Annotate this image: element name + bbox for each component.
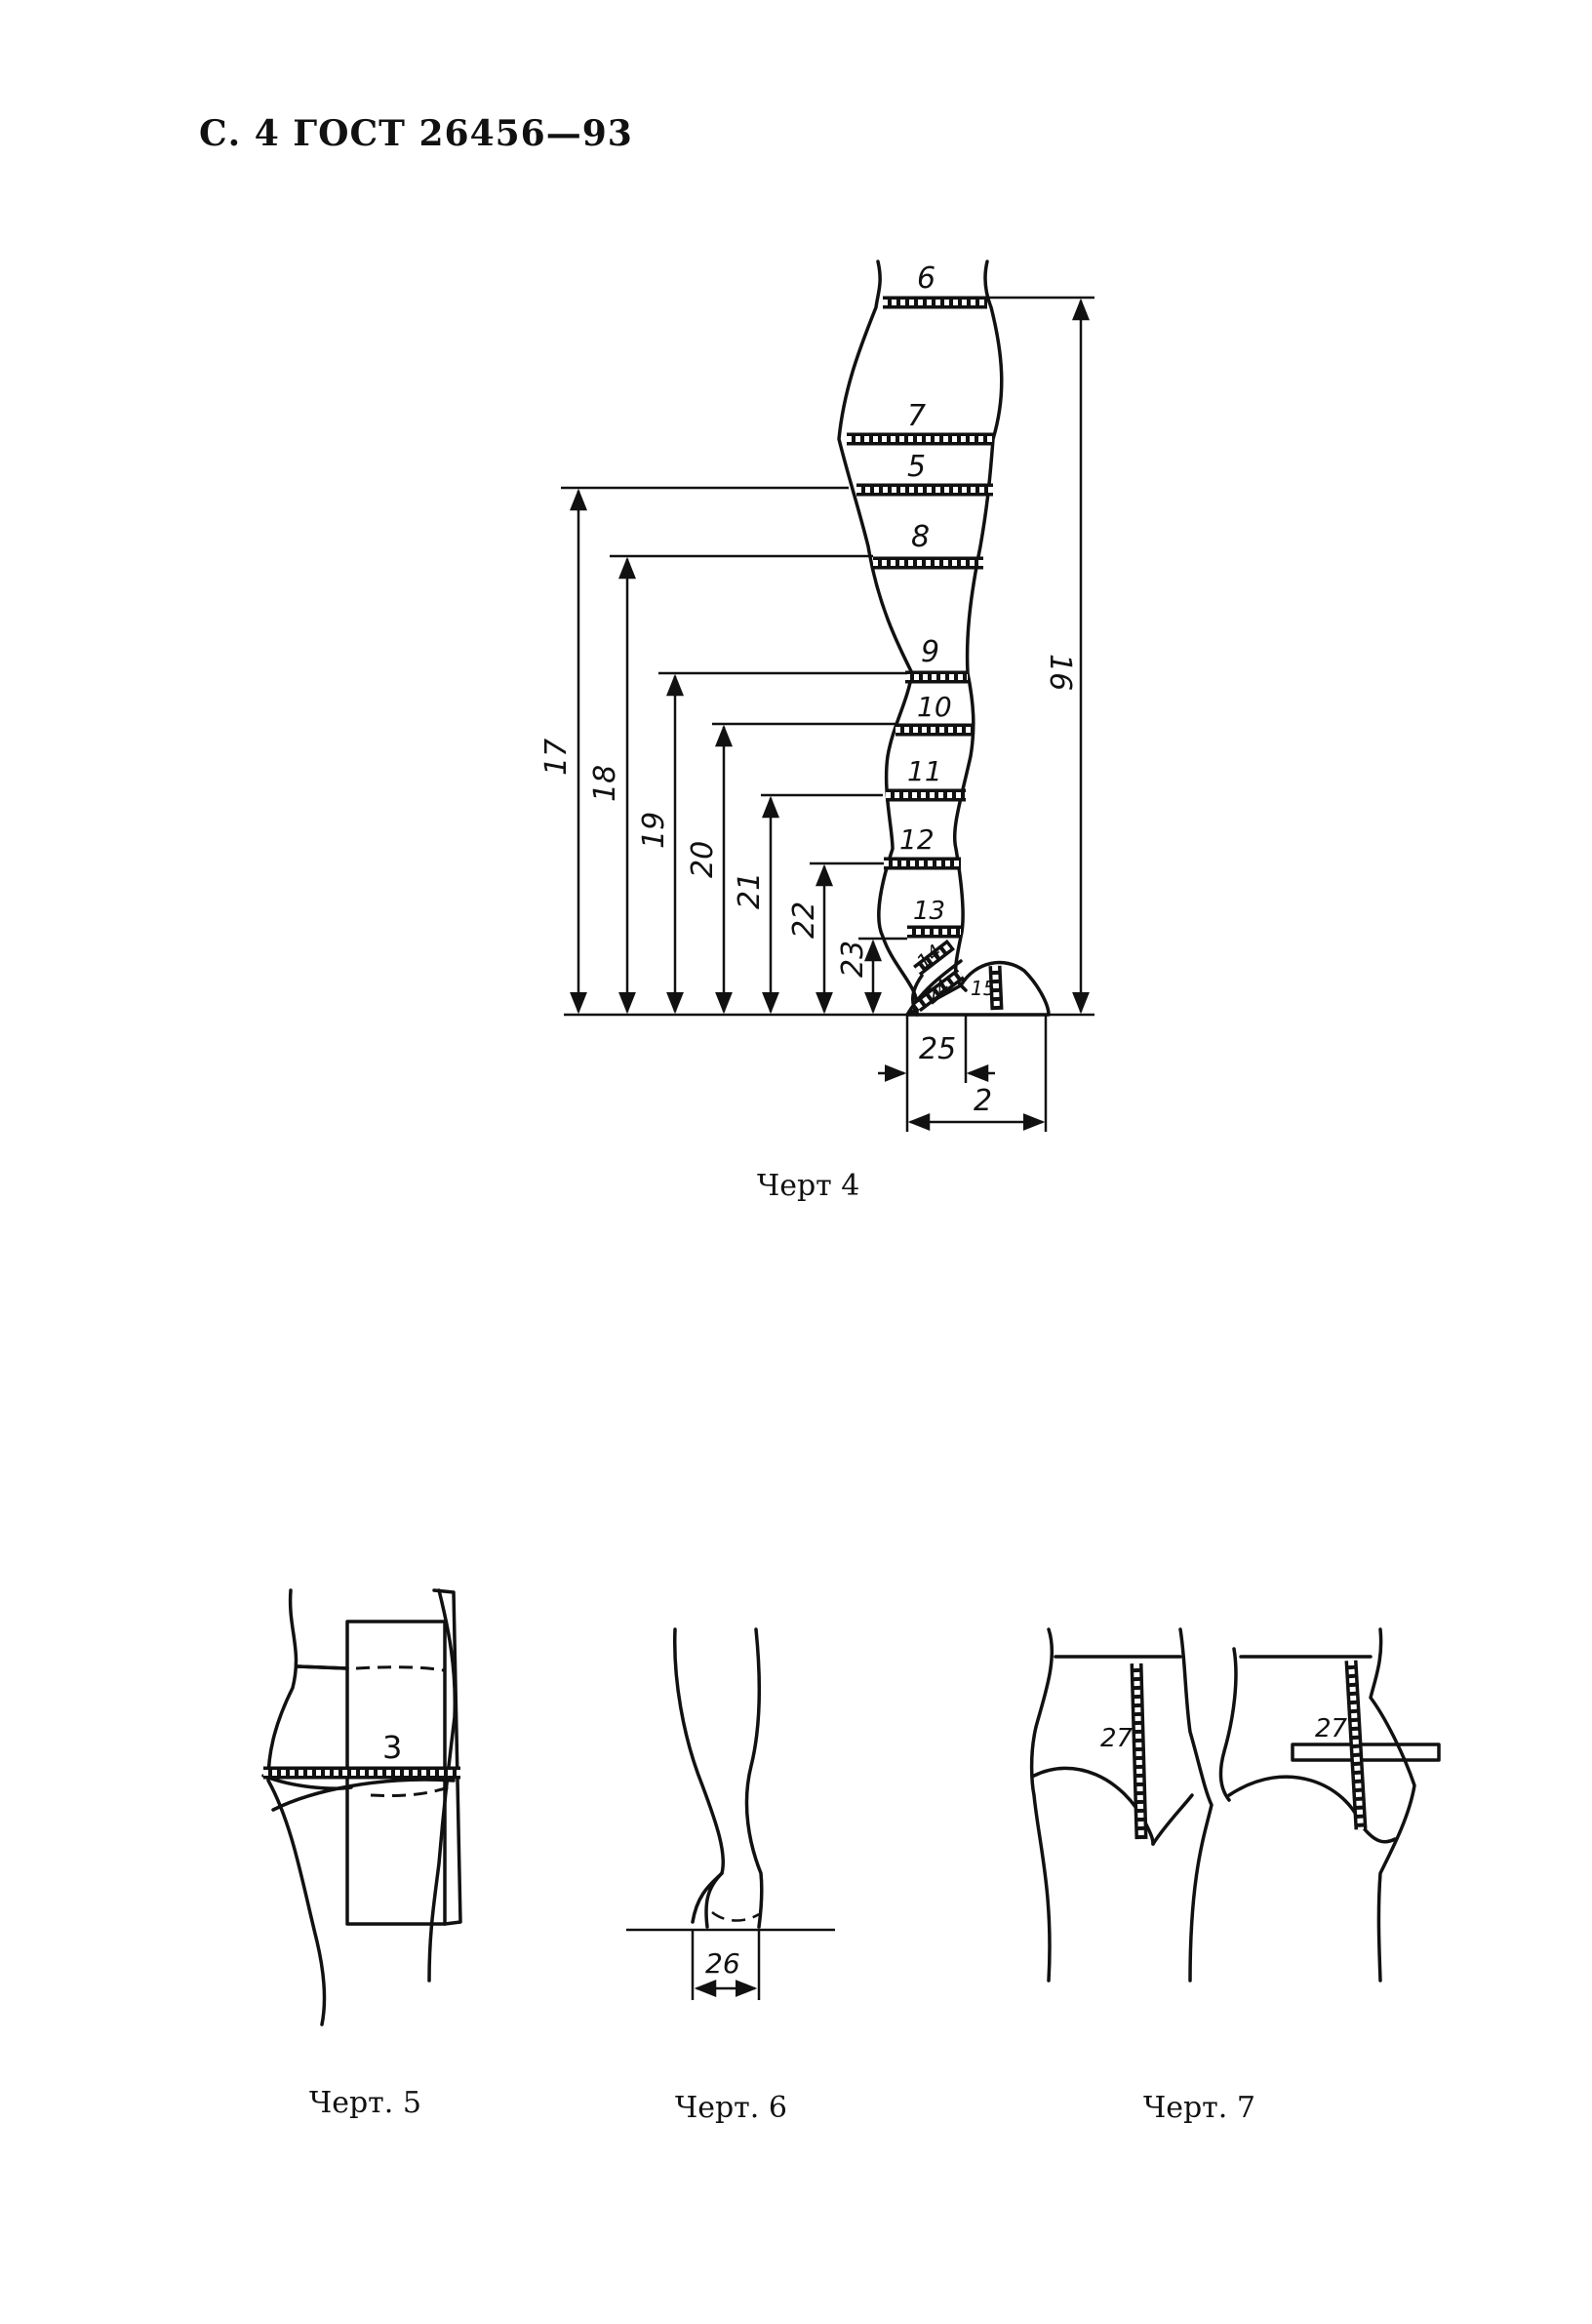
- label-8: 8: [911, 520, 930, 554]
- label-17: 17: [539, 739, 574, 776]
- foot-outline: [905, 960, 1051, 1017]
- label-5: 5: [907, 450, 926, 484]
- leg-outline-right: [952, 260, 1004, 992]
- label-13: 13: [913, 897, 945, 926]
- figure-5-hip-diagram: 3: [261, 1588, 462, 2026]
- figure-6-caption: Черт. 6: [675, 2091, 787, 2125]
- girth-tapes: [847, 296, 1004, 1013]
- label-18: 18: [588, 765, 622, 802]
- figure-4-leg-diagram: 6 7 5 8 9 10 11 12 13 14 24 15 17 18 19 …: [539, 260, 1094, 1132]
- label-20: 20: [686, 841, 720, 878]
- label-15: 15: [971, 977, 995, 1000]
- label-11: 11: [907, 755, 942, 787]
- label-10: 10: [917, 691, 952, 723]
- figure-7-back-diagram: 27 27: [1029, 1627, 1441, 1983]
- label-21: 21: [733, 872, 767, 909]
- label-7: 7: [907, 399, 926, 433]
- label-25: 25: [919, 1032, 956, 1066]
- label-23: 23: [836, 941, 870, 978]
- label-12: 12: [899, 823, 935, 856]
- leg-outline-left: [837, 260, 919, 1017]
- label-2: 2: [974, 1084, 992, 1118]
- label-27-left: 27: [1100, 1724, 1134, 1753]
- figure-6-heel-diagram: 26: [626, 1627, 835, 2000]
- figure-7-caption: Черт. 7: [1143, 2091, 1255, 2125]
- figure-5-caption: Черт. 5: [309, 2086, 421, 2120]
- label-9: 9: [921, 635, 939, 669]
- label-27-right: 27: [1315, 1714, 1348, 1743]
- figure-4-caption: Черт 4: [757, 1169, 860, 1203]
- page-header: С. 4 ГОСТ 26456—93: [199, 113, 633, 154]
- label-19: 19: [637, 812, 671, 849]
- label-16: 16: [1043, 654, 1077, 691]
- label-26: 26: [705, 1947, 740, 1980]
- label-6: 6: [917, 261, 935, 296]
- label-3: 3: [382, 1729, 402, 1766]
- label-22: 22: [787, 902, 821, 939]
